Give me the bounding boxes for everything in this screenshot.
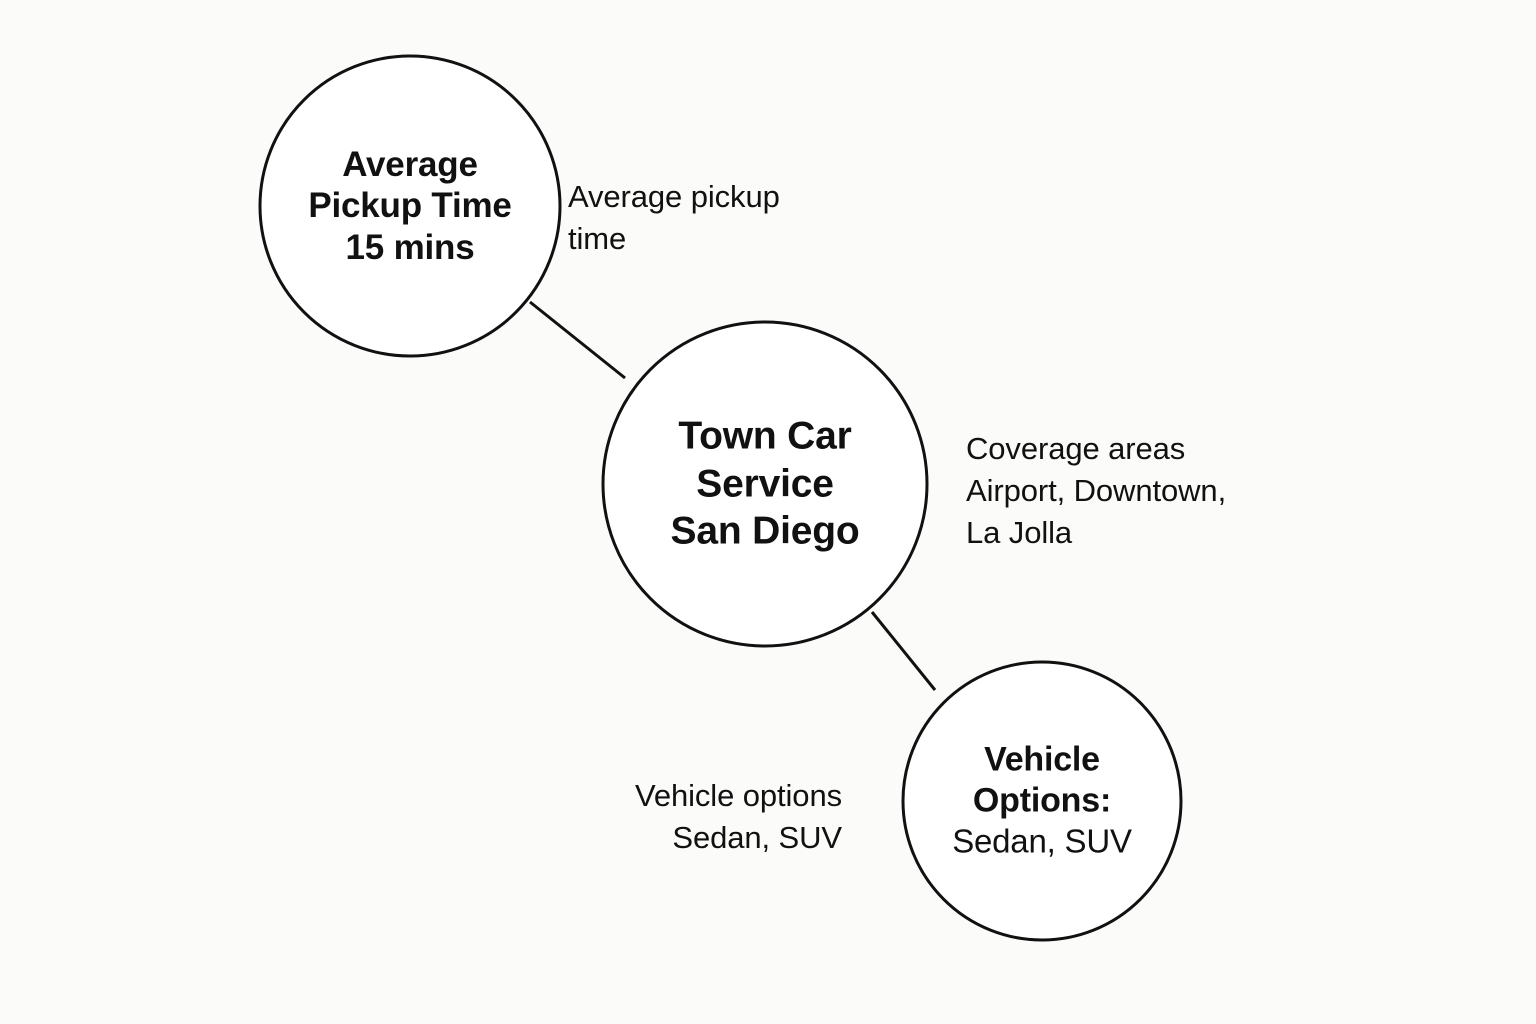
node-circle-town-car-service-san-diego[interactable] bbox=[601, 320, 929, 648]
edge-center-to-vehicle bbox=[870, 611, 937, 691]
edge-pickup-to-center bbox=[529, 300, 626, 380]
node-circle-average-pickup-time[interactable] bbox=[258, 54, 562, 358]
node-circle-vehicle-options[interactable] bbox=[901, 660, 1183, 942]
